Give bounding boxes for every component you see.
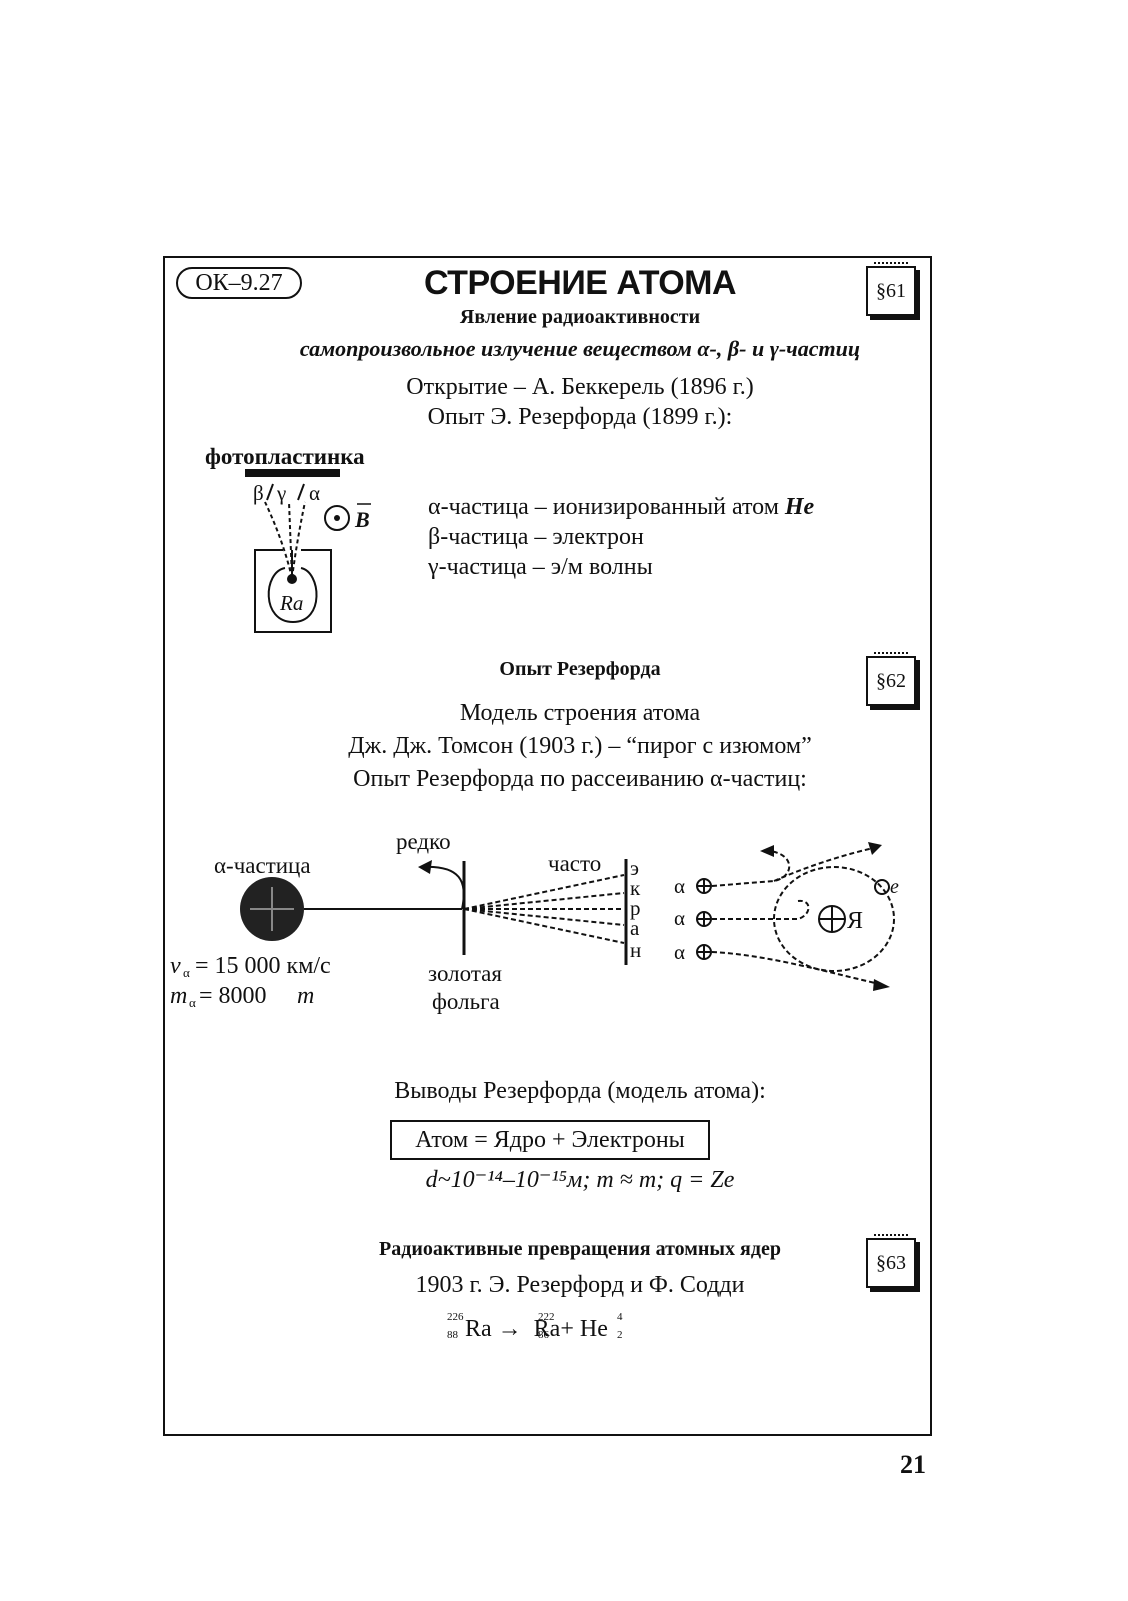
field-dot [334,515,340,521]
screen-letter-3: р [630,896,641,920]
page-number: 21 [900,1450,926,1479]
atom-parameters: d~10⁻¹⁴–10⁻¹⁵м; m ≈ m; q = Ze [425,1167,735,1193]
beta-label: β [253,481,264,505]
alpha-path-deflect-arrow [868,842,882,855]
alpha-label: α [309,481,320,505]
scatter-ray-5 [463,908,625,944]
section-badge-61: §61 [866,262,916,316]
thomson-line: Дж. Дж. Томсон (1903 г.) – “пирог с изюм… [348,733,812,759]
alpha-symbol-3: α [674,940,685,964]
mass-symbol: m [170,983,187,1009]
atom-orbit [773,866,895,972]
isotope-charge-3: 2 [617,1329,623,1341]
page-title: СТРОЕНИЕ АТОМА [423,264,737,302]
electron-label: e [890,876,899,898]
screen-letter-5: н [630,938,641,962]
conclusions-line: Выводы Резерфорда (модель атома): [394,1078,766,1104]
alpha-charge-2 [696,911,712,927]
back-scatter-path [421,865,465,910]
plate-label: фотопластинка [205,444,365,469]
section-badge-63: §63 [866,1234,916,1288]
reaction-equation: Ra → Ra+ He [465,1316,608,1342]
slash-2 [297,483,305,501]
field-label: B [354,507,370,532]
scatter-ray-1 [463,874,625,910]
back-scatter-arrowhead [418,860,432,874]
radium-label: Ra [279,591,303,615]
scattering-line: Опыт Резерфорда по рассеиванию α-частиц: [353,766,807,792]
mass-value: = 8000 [199,983,267,1009]
alpha-ray [291,501,306,579]
gamma-label: γ [276,481,286,505]
code-badge: ОК–9.27 [176,267,302,299]
decay-reaction: 226 88 222 86 4 2 Ra → Ra+ He [447,1311,623,1342]
mass-electron: m [297,983,314,1009]
screen-letter-1: э [630,856,639,880]
rarely-label: редко [396,829,451,854]
speed-symbol: v [170,953,181,979]
section62-subtitle: Опыт Резерфорда [499,658,661,680]
experiment-line: Опыт Э. Резерфорда (1899 г.): [427,404,733,430]
gamma-ray [288,501,293,579]
radioactivity-diagram: фотопластинка β γ α B Ra [205,444,371,633]
particle-alpha-text: α-частица – ионизированный атом [428,494,779,520]
section61-subtitle: Явление радиоактивности [459,306,701,328]
page-frame [163,256,932,1436]
alpha-path-bottom [711,951,885,986]
model-title: Модель строения атома [459,700,701,726]
particle-alpha: α-частица – ионизированный атом He [428,494,814,521]
alpha-charge-3 [696,944,712,960]
source-cavity [267,567,318,624]
speed-value: = 15 000 км/с [195,953,331,979]
particle-beta: β-частица – электрон [428,524,644,550]
scatter-ray-4 [463,908,625,926]
slash-1 [266,483,274,501]
discovery-line: Открытие – А. Беккерель (1896 г.) [406,374,754,400]
isotope-mass-3: 4 [617,1311,623,1323]
isotope-charge-1: 88 [447,1329,459,1341]
isotope-mass-1: 226 [447,1311,464,1323]
alpha-path-top [711,850,791,887]
section63-subtitle: Радиоактивные превращения атомных ядер [379,1238,781,1260]
alpha-path-top-arrow [760,845,774,857]
foil-label-1: золотая [428,961,502,986]
alpha-path-middle [712,899,810,920]
scatter-ray-2 [463,892,625,910]
foil-label-2: фольга [432,989,500,1014]
lead-block [254,549,332,633]
source-dot [287,574,297,584]
screen-letter-2: к [630,876,641,900]
alpha-charge-1 [696,878,712,894]
isotope-mass-2: 222 [538,1311,555,1323]
authors-line: 1903 г. Э. Резерфорд и Ф. Содди [415,1272,745,1298]
screen-letter-4: а [630,916,640,940]
particle-gamma: γ-частица – э/м волны [428,554,653,580]
alpha-particle-label: α-частица [214,853,311,878]
field-symbol [324,505,350,531]
photo-plate [245,469,340,477]
alpha-symbol-2: α [674,906,685,930]
speed-subscript: α [183,965,190,980]
beta-ray [264,501,293,579]
alpha-symbol-1: α [674,874,685,898]
helium-label: He [784,494,815,520]
electron [874,879,890,895]
mass-subscript: α [189,995,196,1010]
section-badge-62: §62 [866,652,916,706]
nucleus-charge [818,905,846,933]
section61-definition: самопроизвольное излучение веществом α-,… [299,336,861,361]
alpha-path-deflect [773,846,879,882]
often-label: часто [548,851,601,876]
nucleus-label: Я [847,908,863,934]
isotope-charge-2: 86 [538,1329,550,1341]
alpha-path-bottom-arrow [873,979,890,991]
atom-formula-box: Атом = Ядро + Электроны [390,1120,710,1160]
rutherford-scattering-diagram: α-частица редко золотая фольга часто э к… [170,829,899,1014]
